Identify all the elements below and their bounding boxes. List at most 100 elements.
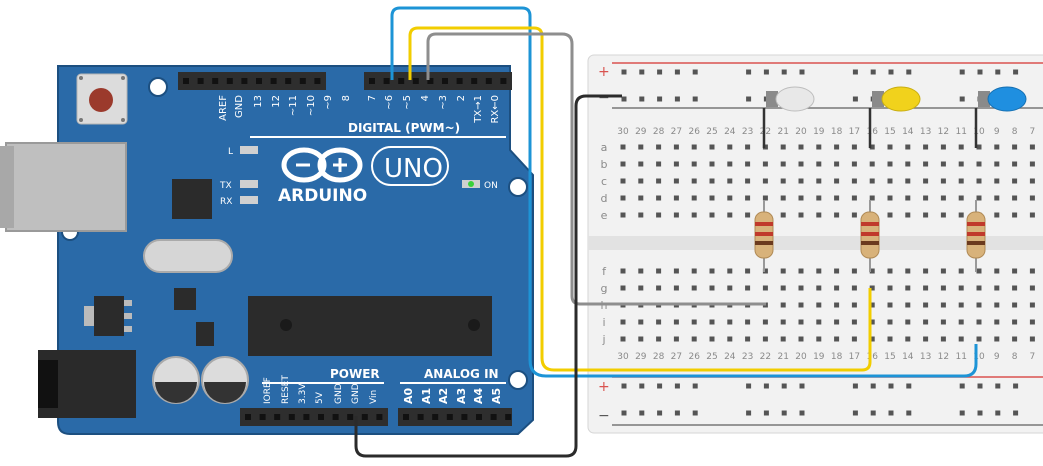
rail-hole	[639, 410, 645, 416]
header-pin[interactable]	[288, 414, 295, 420]
header-pin[interactable]	[490, 414, 497, 420]
header-pin[interactable]	[505, 414, 512, 420]
column-number-bottom: 22	[760, 352, 771, 362]
breadboard-labels: 3030292928282727262625252424232322222121…	[601, 127, 1036, 362]
led-white[interactable]	[766, 86, 815, 112]
header-pin[interactable]	[476, 414, 482, 420]
wire-yellow[interactable]	[408, 26, 872, 372]
header-pin[interactable]	[442, 78, 448, 84]
rail-hole	[746, 410, 752, 416]
breadboard-hole	[798, 336, 804, 342]
header-pin[interactable]	[314, 78, 321, 84]
reset-button-cap[interactable]	[89, 88, 113, 112]
breadboard-hole	[816, 302, 822, 308]
header-pin[interactable]	[299, 78, 306, 84]
breadboard-hole	[834, 319, 840, 325]
breadboard-hole	[709, 161, 715, 167]
column-number-top: 15	[884, 127, 895, 137]
digital-pin-label: ~11	[288, 95, 299, 116]
column-number-top: 18	[831, 127, 843, 137]
breadboard-hole	[709, 285, 715, 291]
header-pin[interactable]	[471, 78, 478, 84]
breadboard-hole	[798, 144, 804, 150]
breadboard-hole	[1029, 319, 1035, 325]
header-pin[interactable]	[183, 78, 189, 84]
rail-hole	[674, 69, 680, 75]
rail-hole	[657, 383, 663, 389]
header-pin[interactable]	[361, 414, 368, 420]
header-pin[interactable]	[383, 78, 390, 84]
resistor-3[interactable]	[966, 200, 986, 272]
power-pin-label: 3.3V	[298, 383, 308, 404]
breadboard-hole	[691, 336, 697, 342]
breadboard-hole	[673, 268, 679, 274]
row-letter: c	[601, 175, 607, 188]
center-channel	[588, 236, 1043, 250]
header-pin[interactable]	[456, 78, 463, 84]
header-pin[interactable]	[500, 78, 507, 84]
breadboard-hole	[780, 302, 786, 308]
breadboard-hole	[816, 285, 822, 291]
header-pin[interactable]	[403, 414, 409, 420]
header-pin[interactable]	[270, 78, 277, 84]
rail-hole	[870, 383, 876, 389]
header-pin[interactable]	[241, 78, 248, 84]
header-pin[interactable]	[432, 414, 439, 420]
header-pin[interactable]	[226, 78, 233, 84]
header-pin[interactable]	[212, 78, 219, 84]
breadboard-hole	[976, 195, 982, 201]
breadboard-hole	[976, 302, 982, 308]
header-pin[interactable]	[256, 78, 262, 84]
breadboard-hole	[816, 212, 822, 218]
breadboard-hole	[851, 178, 857, 184]
header-pin[interactable]	[285, 78, 292, 84]
resistor-2[interactable]	[860, 200, 880, 272]
header-pin[interactable]	[332, 414, 339, 420]
header-pin[interactable]	[259, 414, 266, 420]
header-pin[interactable]	[461, 414, 468, 420]
header-pin[interactable]	[398, 78, 405, 84]
breadboard-hole	[691, 161, 697, 167]
breadboard-hole	[887, 336, 893, 342]
breadboard-hole	[905, 285, 911, 291]
breadboard-hole	[940, 212, 946, 218]
breadboard-hole	[780, 212, 786, 218]
breadboard-hole	[1029, 268, 1035, 274]
wire-black[interactable]	[354, 94, 622, 458]
breadboard-hole	[638, 195, 644, 201]
column-number-bottom: 27	[671, 352, 682, 362]
breadboard-hole	[798, 212, 804, 218]
rail-hole	[763, 69, 769, 75]
breadboard-hole	[691, 285, 697, 291]
resistor-1[interactable]	[754, 200, 774, 272]
model-label: UNO	[384, 154, 443, 184]
header-pin[interactable]	[369, 78, 375, 84]
column-number-bottom: 7	[1030, 352, 1036, 362]
column-number-top: 8	[1012, 127, 1018, 137]
led-blue[interactable]	[978, 86, 1027, 112]
breadboard-hole	[940, 144, 946, 150]
header-pin[interactable]	[485, 78, 492, 84]
column-number-bottom: 19	[813, 352, 825, 362]
header-pin[interactable]	[274, 414, 281, 420]
led-yellow[interactable]	[872, 86, 921, 112]
header-pin[interactable]	[427, 78, 434, 84]
breadboard-hole	[923, 319, 929, 325]
header-pin[interactable]	[197, 78, 204, 84]
header-pin[interactable]	[245, 414, 251, 420]
header-pin[interactable]	[376, 414, 383, 420]
header-pin[interactable]	[417, 414, 424, 420]
header-pin[interactable]	[347, 414, 354, 420]
header-pin[interactable]	[318, 414, 324, 420]
breadboard-hole	[976, 285, 982, 291]
header-pin[interactable]	[412, 78, 419, 84]
wire-gray[interactable]	[426, 32, 766, 306]
header-pin[interactable]	[446, 414, 453, 420]
breadboard-hole	[638, 268, 644, 274]
header-pin[interactable]	[303, 414, 310, 420]
rail-hole	[692, 383, 698, 389]
breadboard-hole	[887, 285, 893, 291]
rail-hole	[852, 410, 858, 416]
breadboard-hole	[994, 336, 1000, 342]
wire-blue[interactable]	[390, 6, 978, 378]
